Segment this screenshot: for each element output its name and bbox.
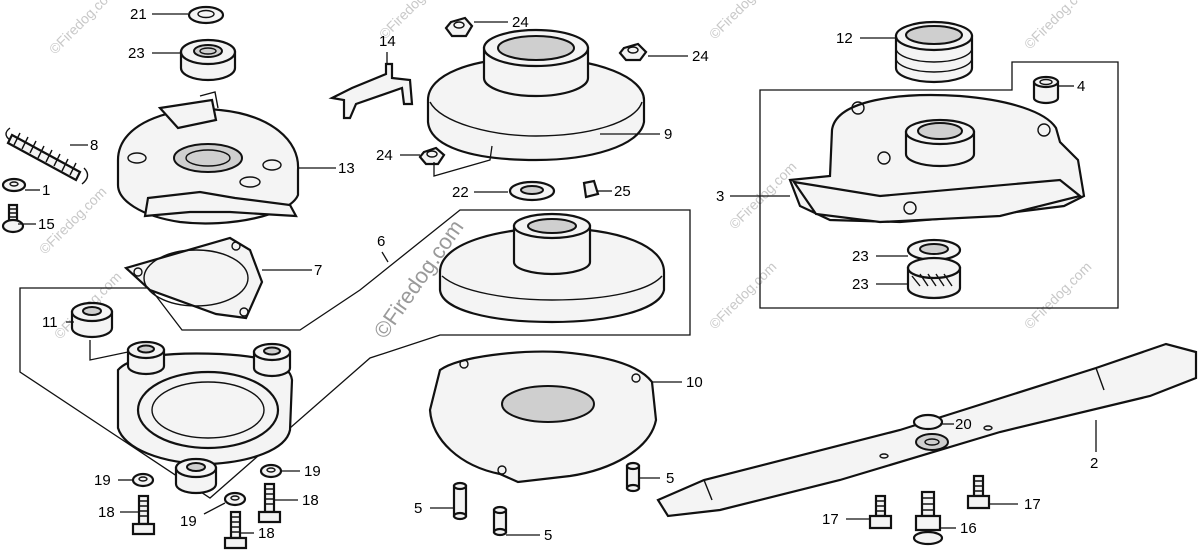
callout-24: 24 (692, 48, 709, 65)
callout-16: 16 (960, 520, 977, 537)
callout-9: 9 (664, 126, 672, 143)
nut-24-right (618, 42, 648, 62)
washer-22 (508, 180, 556, 202)
leader-lines (18, 13, 1097, 536)
bushing-4 (1032, 75, 1060, 105)
cover-9 (426, 28, 646, 162)
stud-5-bottom (492, 505, 508, 537)
callout-1: 1 (42, 182, 50, 199)
callout-5: 5 (666, 470, 674, 487)
watermark-corner: ©Firedog.com (706, 258, 780, 332)
stud-5-left (452, 481, 468, 521)
bolt-17-left (868, 494, 893, 530)
bolt-18-left (131, 494, 156, 536)
watermark-corner: ©Firedog.com (706, 0, 780, 42)
bearing-23-top (179, 38, 237, 82)
blade-2 (656, 342, 1198, 518)
callout-14: 14 (379, 33, 396, 50)
callout-23: 23 (852, 276, 869, 293)
brake-plate-13 (116, 91, 300, 225)
seal-12 (894, 20, 974, 84)
watermark-corner: ©Firedog.com (726, 158, 800, 232)
callout-5: 5 (544, 527, 552, 544)
bolt-18-right (257, 482, 282, 524)
callout-22: 22 (452, 184, 469, 201)
clutch-housing-lower (116, 340, 294, 495)
pulley-6 (438, 212, 666, 324)
callout-25: 25 (614, 183, 631, 200)
watermark-corner: ©Firedog.com (1021, 0, 1095, 52)
stud-5-right (625, 461, 641, 493)
callout-18: 18 (98, 504, 115, 521)
callout-12: 12 (836, 30, 853, 47)
callout-20: 20 (955, 416, 972, 433)
callout-18: 18 (302, 492, 319, 509)
callout-23: 23 (128, 45, 145, 62)
washer-21 (187, 5, 225, 25)
bolt-18-center (223, 510, 248, 550)
callout-2: 2 (1090, 455, 1098, 472)
callout-4: 4 (1077, 78, 1085, 95)
callout-24: 24 (512, 14, 529, 31)
callout-19: 19 (304, 463, 321, 480)
washer-19-center (223, 491, 247, 507)
callout-5: 5 (414, 500, 422, 517)
callout-3: 3 (716, 188, 724, 205)
group-outline-6 (19, 209, 691, 499)
spring-8 (5, 127, 89, 185)
gasket-7 (123, 236, 264, 320)
callout-23: 23 (852, 248, 869, 265)
nut-24-left (418, 146, 446, 166)
callout-7: 7 (314, 262, 322, 279)
callout-19: 19 (180, 513, 197, 530)
bearing-23-lower-right (906, 256, 962, 300)
callout-17: 17 (1024, 496, 1041, 513)
watermark-corner: ©Firedog.com (1021, 258, 1095, 332)
callout-18: 18 (258, 525, 275, 542)
group-outline-3 (759, 61, 1119, 309)
callout-11: 11 (42, 314, 58, 331)
callout-17: 17 (822, 511, 839, 528)
bracket-14 (328, 62, 414, 120)
callout-19: 19 (94, 472, 111, 489)
callout-labels: 21 23 14 24 24 12 4 8 13 1 15 9 24 22 25… (38, 6, 1098, 544)
bolt-17-right (966, 474, 991, 510)
callout-6: 6 (377, 233, 385, 250)
nut-1 (1, 177, 27, 193)
washer-19-right (259, 463, 283, 479)
plate-10 (428, 350, 658, 484)
washer-19-left (131, 472, 155, 488)
callout-21: 21 (130, 6, 147, 23)
nut-24-top (444, 16, 474, 38)
bolt-16 (912, 490, 944, 546)
callout-15: 15 (38, 216, 55, 233)
callout-8: 8 (90, 137, 98, 154)
bolt-15 (1, 203, 25, 234)
callout-13: 13 (338, 160, 355, 177)
callout-10: 10 (686, 374, 703, 391)
key-25 (582, 179, 600, 199)
bushing-11 (70, 301, 114, 339)
bearing-23-upper-right (906, 238, 962, 262)
callout-24: 24 (376, 147, 393, 164)
watermark-corner: ©Firedog.com (46, 0, 120, 57)
housing-3 (788, 93, 1086, 224)
